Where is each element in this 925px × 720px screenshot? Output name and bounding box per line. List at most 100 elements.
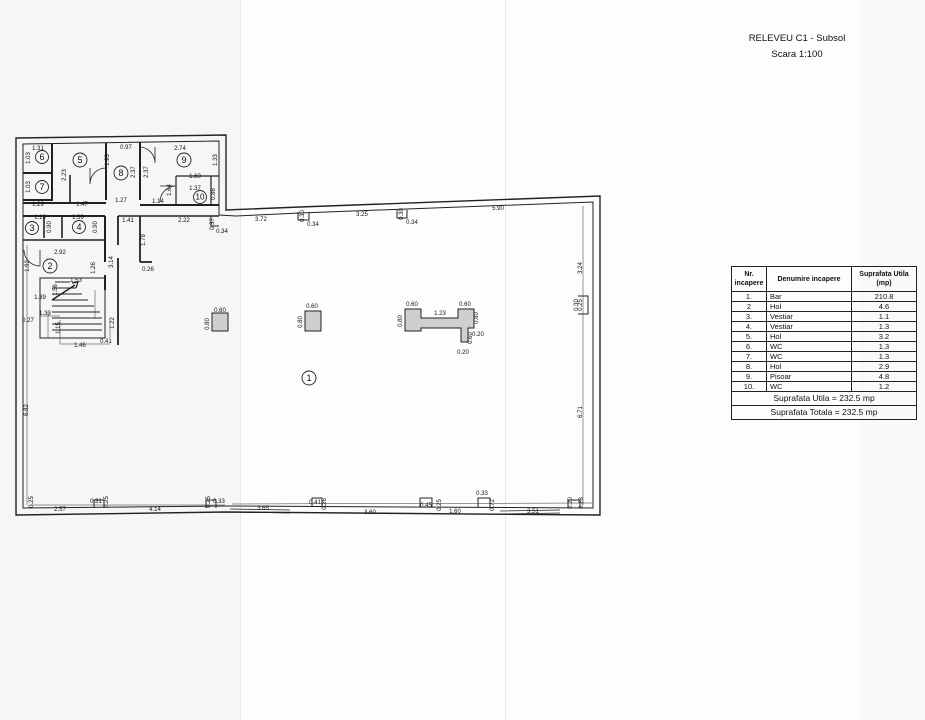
total-overall-row: Suprafata Totala = 232.5 mp — [731, 405, 917, 420]
room-marker — [113, 165, 129, 181]
dimension-label: 0.80 — [205, 318, 211, 330]
stair-steps — [52, 281, 102, 331]
dimension-label: 1.37 — [189, 186, 201, 192]
dimension-line — [30, 502, 593, 506]
room-marker — [193, 190, 207, 204]
dimension-label: 3.14 — [109, 256, 115, 268]
dimension-label: 3.24 — [578, 262, 584, 274]
room-marker — [42, 258, 58, 274]
dimension-label: 1.53 — [70, 278, 82, 284]
dimension-label: 1.15 — [56, 322, 62, 334]
dimension-label: 0.30 — [300, 210, 306, 222]
pillar — [211, 312, 229, 332]
dimension-label: 0.26 — [322, 498, 328, 510]
wall-pier — [396, 210, 408, 219]
dimension-label: 2.23 — [62, 169, 68, 181]
room-number-label: 7 — [39, 182, 44, 192]
room-number-label: 6 — [39, 152, 44, 162]
dimension-label: 1.60 — [189, 174, 201, 180]
dimension-label: 0.60 — [214, 308, 226, 314]
dimension-label: 1.47 — [76, 202, 88, 208]
dimension-label: 1.29 — [32, 202, 44, 208]
room-marker — [35, 180, 49, 194]
dimension-label: 0.80 — [298, 316, 304, 328]
dimension-label: 1.39 — [72, 215, 84, 221]
dimension-label: 0.27 — [22, 318, 34, 324]
drawing-title: RELEVEU C1 - Subsol — [748, 33, 846, 44]
dimension-label: 0.34 — [216, 229, 228, 235]
wall-pier — [210, 216, 219, 227]
stair-arrow — [51, 284, 76, 301]
dimension-label: 0.97 — [120, 145, 132, 151]
dimension-label: 0.20 — [472, 332, 484, 338]
dimension-label: 4.14 — [149, 507, 161, 513]
wall-pier — [297, 212, 310, 221]
dimension-label: 1.27 — [115, 198, 127, 204]
dimension-line — [26, 206, 584, 505]
dimension-label: 0.34 — [406, 220, 418, 226]
dimension-label: 1.78 — [141, 234, 147, 246]
room-number-label: 9 — [181, 155, 186, 165]
dimension-label: 0.28 — [579, 497, 585, 509]
dimension-label: 0.60 — [459, 302, 471, 308]
window-opening — [229, 508, 291, 514]
outer-wall-inner — [22, 140, 594, 509]
dimension-line — [40, 290, 111, 345]
total-useful-area: Suprafata Utila = 232.5 mp — [731, 391, 917, 406]
wall-pier — [419, 497, 433, 507]
column-header-nr: Nr. incapere — [731, 266, 767, 292]
dimension-label: 1.56 — [53, 284, 59, 296]
title-block: RELEVEU C1 - Subsol Scara 1:100 — [712, 31, 882, 63]
dimension-label: 2.37 — [144, 166, 150, 178]
stair-arrowhead — [71, 281, 79, 289]
room-number-label: 4 — [76, 222, 81, 232]
dimension-label: 1.23 — [434, 311, 446, 317]
dimension-label: 1.92 — [25, 260, 31, 272]
dimension-label: 3.51 — [527, 509, 539, 515]
sheet-fold-line — [240, 0, 241, 720]
room-marker — [35, 150, 49, 164]
dimension-label: 5.90 — [492, 206, 504, 212]
pillar-group — [404, 308, 475, 343]
dimension-label: 0.25 — [206, 496, 212, 508]
window-opening — [499, 509, 561, 515]
dimension-label: 0.34 — [307, 222, 319, 228]
dimension-label: 0.86 — [211, 188, 217, 200]
dimension-label: 0.20 — [568, 497, 574, 509]
dimension-label: 2.22 — [178, 218, 190, 224]
dimension-label: 0.80 — [474, 312, 480, 324]
dimension-label: 0.26 — [142, 267, 154, 273]
dimension-label: 2.92 — [54, 250, 66, 256]
room-number-label: 5 — [77, 155, 82, 165]
door-swing — [138, 146, 156, 164]
dimension-label: 0.45 — [420, 503, 432, 509]
dimension-label: 1.39 — [34, 295, 46, 301]
wall-pier — [311, 497, 323, 507]
dimension-label: 3.25 — [356, 212, 368, 218]
room-marker — [72, 220, 86, 234]
dimension-label: 0.25 — [104, 496, 110, 508]
dimension-label: 0.30 — [399, 208, 405, 220]
door-swing — [23, 249, 41, 267]
total-useful-row: Suprafata Utila = 232.5 mp — [731, 391, 917, 406]
dimension-label: 3.65 — [257, 506, 269, 512]
dimension-label: 0.60 — [306, 304, 318, 310]
dimension-label: 1.14 — [152, 199, 164, 205]
total-overall-area: Suprafata Totala = 232.5 mp — [731, 405, 917, 420]
dimension-label: 0.60 — [468, 332, 474, 344]
room-number-label: 8 — [118, 168, 123, 178]
room-number-label: 3 — [29, 223, 34, 233]
dimension-label: 1.60 — [449, 509, 461, 515]
dimension-label: 0.41 — [100, 339, 112, 345]
dimension-label: 1.33 — [39, 311, 51, 317]
column-header-name: Denumire incapere — [766, 266, 852, 292]
dimension-label: 0.31 — [90, 499, 102, 505]
door-swing — [89, 167, 107, 185]
